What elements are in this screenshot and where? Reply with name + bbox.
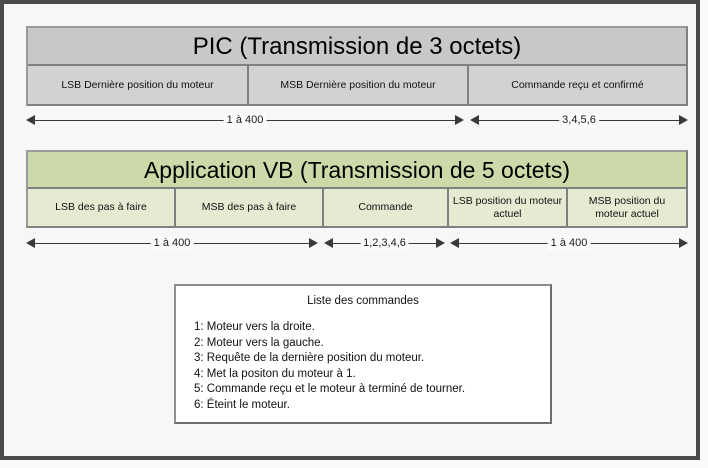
vb-field-msb-current-position: MSB position du moteur actuel bbox=[566, 189, 686, 226]
command-item-6: 6: Éteint le moteur. bbox=[194, 398, 290, 411]
diagram-canvas: PIC (Transmission de 3 octets) LSB Derni… bbox=[0, 0, 700, 460]
commands-list: 1: Moteur vers la droite. 2: Moteur vers… bbox=[194, 320, 550, 413]
vb-range-segment-3: 1 à 400 bbox=[450, 235, 688, 253]
vb-field-msb-steps: MSB des pas à faire bbox=[174, 189, 322, 226]
arrow-right-icon bbox=[436, 238, 445, 248]
pic-range-label-1: 1 à 400 bbox=[223, 113, 267, 128]
pic-field-msb-last-position: MSB Dernière position du moteur bbox=[247, 66, 467, 104]
arrow-right-icon bbox=[679, 238, 688, 248]
vb-dimension-bar: 1 à 400 1,2,3,4,6 1 à 400 bbox=[26, 235, 688, 253]
arrow-left-icon bbox=[26, 115, 35, 125]
command-item-3: 3: Requête de la dernière position du mo… bbox=[194, 352, 425, 364]
pic-range-label-2: 3,4,5,6 bbox=[559, 113, 599, 128]
arrow-left-icon bbox=[26, 238, 35, 248]
vb-field-lsb-current-position: LSB position du moteur actuel bbox=[447, 189, 566, 226]
vb-table-title: Application VB (Transmission de 5 octets… bbox=[28, 152, 686, 189]
vb-range-label-2: 1,2,3,4,6 bbox=[360, 236, 409, 251]
vb-range-label-1: 1 à 400 bbox=[150, 236, 194, 251]
vb-range-segment-2: 1,2,3,4,6 bbox=[324, 235, 445, 253]
arrow-right-icon bbox=[309, 238, 318, 248]
command-item-5: 5: Commande reçu et le moteur à terminé … bbox=[194, 383, 466, 395]
vb-range-label-3: 1 à 400 bbox=[547, 236, 591, 251]
pic-protocol-table: PIC (Transmission de 3 octets) LSB Derni… bbox=[26, 26, 688, 106]
command-item-2: 2: Moteur vers la gauche. bbox=[194, 336, 324, 349]
pic-range-segment-1: 1 à 400 bbox=[26, 112, 464, 130]
pic-table-title: PIC (Transmission de 3 octets) bbox=[28, 28, 686, 66]
vb-field-row: LSB des pas à faire MSB des pas à faire … bbox=[28, 189, 686, 226]
command-item-4: 4: Met la positon du moteur à 1. bbox=[194, 367, 356, 380]
arrow-left-icon bbox=[324, 238, 333, 248]
arrow-right-icon bbox=[455, 115, 464, 125]
pic-field-lsb-last-position: LSB Dernière position du moteur bbox=[28, 66, 247, 104]
vb-protocol-table: Application VB (Transmission de 5 octets… bbox=[26, 150, 688, 228]
vb-range-segment-1: 1 à 400 bbox=[26, 235, 318, 253]
arrow-right-icon bbox=[679, 115, 688, 125]
pic-field-command-ack: Commande reçu et confirmé bbox=[467, 66, 686, 104]
commands-list-box: Liste des commandes 1: Moteur vers la dr… bbox=[174, 284, 552, 424]
vb-field-lsb-steps: LSB des pas à faire bbox=[28, 189, 174, 226]
command-item-1: 1: Moteur vers la droite. bbox=[194, 321, 315, 333]
vb-field-command: Commande bbox=[322, 189, 447, 226]
arrow-left-icon bbox=[450, 238, 459, 248]
arrow-left-icon bbox=[470, 115, 479, 125]
pic-dimension-bar: 1 à 400 3,4,5,6 bbox=[26, 112, 688, 130]
pic-range-segment-2: 3,4,5,6 bbox=[470, 112, 688, 130]
commands-list-title: Liste des commandes bbox=[307, 295, 419, 307]
pic-field-row: LSB Dernière position du moteur MSB Dern… bbox=[28, 66, 686, 104]
